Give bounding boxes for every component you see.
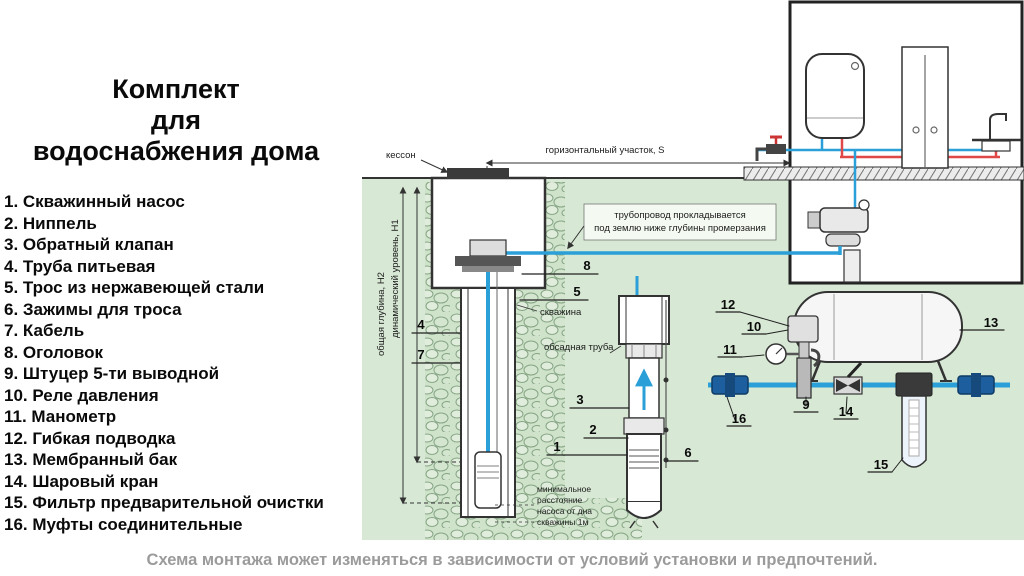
callout-7: 7 bbox=[411, 347, 461, 364]
submersible-pump bbox=[474, 451, 502, 509]
cable-clamp-icon bbox=[663, 377, 669, 383]
part-item: 2. Ниппель bbox=[4, 213, 97, 233]
part-item: 11. Манометр bbox=[4, 407, 117, 426]
title-line-2: для bbox=[150, 105, 202, 135]
page-title: Комплект для водоснабжения дома bbox=[0, 74, 352, 167]
callout-15: 15 bbox=[867, 457, 904, 473]
callouts: 8 5 4 7 3 2 1 6 bbox=[411, 258, 1005, 473]
callout-8-number: 8 bbox=[583, 258, 590, 273]
callout-7-number: 7 bbox=[417, 347, 424, 362]
part-item: 3. Обратный клапан bbox=[4, 235, 174, 254]
callout-10: 10 bbox=[741, 319, 789, 335]
water-heater bbox=[805, 53, 865, 139]
legend-panel: Комплект для водоснабжения дома 1. Скваж… bbox=[0, 0, 352, 535]
coupling-left bbox=[711, 373, 749, 397]
flexible-hose bbox=[810, 348, 821, 368]
callout-2-number: 2 bbox=[589, 422, 596, 437]
callout-8: 8 bbox=[521, 258, 599, 275]
manometer bbox=[765, 343, 799, 365]
callout-15-number: 15 bbox=[874, 457, 888, 472]
callout-11: 11 bbox=[717, 342, 765, 358]
callout-13-number: 13 bbox=[984, 315, 998, 330]
house-floor-hatch bbox=[743, 166, 1024, 181]
ball-valve bbox=[833, 361, 863, 395]
footer-note: Схема монтажа может изменяться в зависим… bbox=[146, 551, 878, 569]
pump-detail-view bbox=[618, 276, 670, 529]
part-item: 1. Скважинный насос bbox=[4, 192, 185, 211]
callout-2: 2 bbox=[583, 422, 629, 439]
label-casing: обсадная труба bbox=[544, 342, 614, 353]
outdoor-tap-icon bbox=[755, 135, 786, 161]
callout-16-number: 16 bbox=[732, 411, 746, 426]
callout-5-number: 5 bbox=[573, 284, 580, 299]
cable-clamp-icon bbox=[663, 457, 669, 463]
callout-3: 3 bbox=[569, 392, 630, 409]
callout-3-number: 3 bbox=[576, 392, 583, 407]
callout-12-number: 12 bbox=[721, 297, 735, 312]
part-item: 12. Гибкая подводка bbox=[4, 428, 176, 448]
callout-13: 13 bbox=[959, 315, 1005, 331]
pre-filter bbox=[895, 372, 933, 468]
part-item: 10. Реле давления bbox=[4, 385, 159, 405]
well-head bbox=[455, 239, 521, 272]
surface-equipment-detail bbox=[708, 291, 1010, 468]
part-item: 7. Кабель bbox=[4, 321, 85, 340]
label-horizontal-section: горизонтальный участок, S bbox=[546, 145, 665, 156]
part-item: 6. Зажимы для троса bbox=[4, 299, 182, 319]
part-item: 13. Мембранный бак bbox=[4, 450, 178, 469]
part-item: 15. Фильтр предварительной очистки bbox=[4, 493, 324, 512]
part-item: 8. Оголовок bbox=[4, 342, 104, 362]
sink bbox=[972, 113, 1021, 152]
callout-12: 12 bbox=[715, 297, 790, 327]
part-item: 9. Штуцер 5-ти выводной bbox=[4, 364, 220, 383]
callout-4: 4 bbox=[411, 317, 461, 334]
callout-4-number: 4 bbox=[417, 317, 425, 332]
title-line-1: Комплект bbox=[112, 74, 240, 104]
callout-11-number: 11 bbox=[723, 342, 737, 357]
callout-6: 6 bbox=[666, 445, 699, 462]
callout-1-number: 1 bbox=[553, 439, 560, 454]
label-pipe-note-1: трубопровод прокладывается bbox=[614, 210, 746, 221]
callout-1: 1 bbox=[546, 439, 628, 456]
pressure-relay bbox=[787, 315, 819, 359]
callout-9-number: 9 bbox=[802, 397, 809, 412]
label-total-depth: общая глубина, Н2 bbox=[376, 272, 387, 356]
label-min-distance-2: расстояние bbox=[537, 495, 583, 505]
part-item: 4. Труба питьевая bbox=[4, 256, 156, 276]
callout-5: 5 bbox=[519, 284, 589, 301]
caisson-and-well bbox=[430, 168, 842, 518]
label-min-distance-3: насоса от дна bbox=[537, 506, 592, 516]
callout-9: 9 bbox=[793, 396, 819, 413]
fixture-column bbox=[901, 46, 949, 169]
callout-14-number: 14 bbox=[839, 404, 854, 419]
callout-14: 14 bbox=[833, 396, 859, 420]
part-item: 14. Шаровый кран bbox=[4, 471, 159, 491]
title-line-3: водоснабжения дома bbox=[32, 136, 320, 166]
house bbox=[743, 0, 1024, 285]
label-pipe-note-2: под землю ниже глубины промерзания bbox=[594, 223, 766, 234]
part-item: 5. Трос из нержавеющей стали bbox=[4, 278, 265, 297]
callout-16: 16 bbox=[726, 396, 752, 427]
pipe-note: трубопровод прокладывается под землю ниж… bbox=[567, 203, 777, 250]
label-kesson: кессон bbox=[386, 150, 416, 161]
coupling-right bbox=[957, 373, 995, 397]
callout-6-number: 6 bbox=[684, 445, 691, 460]
label-dynamic-level: динамический уровень, Н1 bbox=[390, 219, 401, 338]
pump-station bbox=[807, 199, 870, 283]
caisson-cover bbox=[447, 168, 509, 179]
label-well: скважина bbox=[540, 307, 582, 318]
part-item: 16. Муфты соединительные bbox=[4, 514, 243, 534]
five-way-fitting bbox=[796, 357, 812, 399]
label-min-distance-1: минимальное bbox=[537, 484, 591, 494]
callout-10-number: 10 bbox=[747, 319, 761, 334]
label-min-distance-4: скважины 1м bbox=[537, 517, 588, 527]
kesson-label: кессон bbox=[386, 150, 449, 173]
well-labels: скважина обсадная труба минимальное расс… bbox=[495, 304, 622, 527]
membrane-tank bbox=[793, 291, 963, 382]
parts-list: 1. Скважинный насос 2. Ниппель 3. Обратн… bbox=[0, 191, 352, 535]
cable-clamp-icon bbox=[663, 427, 669, 433]
